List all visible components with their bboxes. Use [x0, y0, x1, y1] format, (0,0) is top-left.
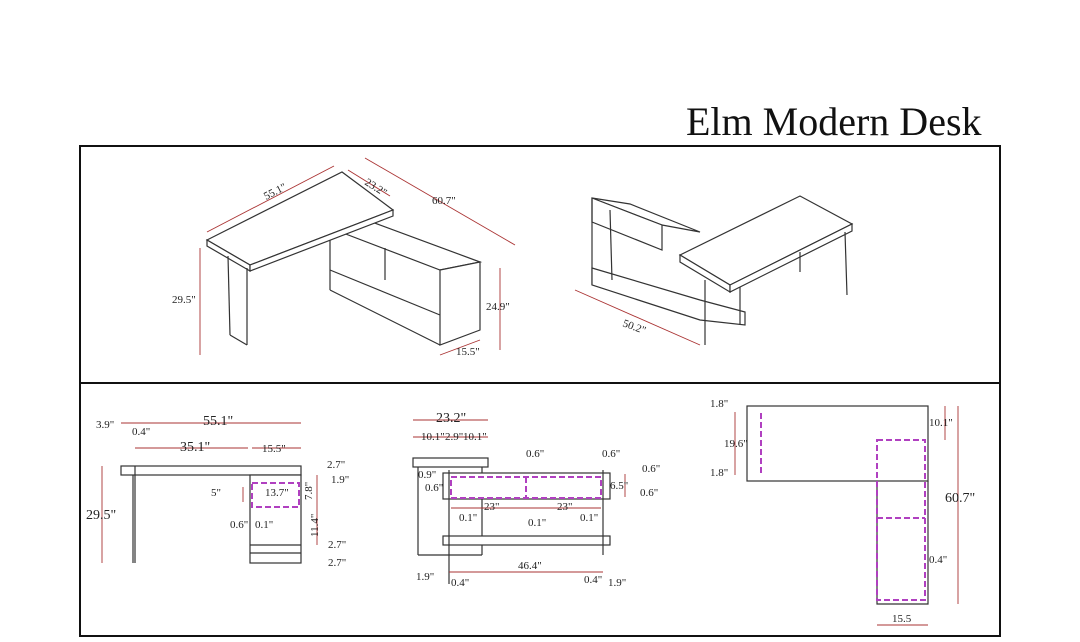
dim-side-thk: 0.6"	[230, 519, 248, 531]
dim-mid: 19.6"	[724, 438, 748, 450]
dim-g2: 0.1"	[528, 517, 546, 529]
dim-width: 55.1"	[262, 181, 289, 202]
dim-width: 15.5	[892, 613, 912, 625]
dim-off: 10.1"	[929, 417, 953, 429]
dim-height: 29.5"	[86, 508, 116, 523]
side-view: 55.1" 3.9" 0.4" 35.1" 15.5" 29.5" 2.7" 1…	[86, 414, 349, 569]
iso-view-right: 50.2"	[574, 195, 854, 346]
dim-g3: 0.1"	[580, 512, 598, 524]
dim-total: 46.4"	[518, 560, 542, 572]
dim-gap2: 0.1"	[255, 519, 273, 531]
dim-h: 6.5"	[610, 480, 628, 492]
dim-open: 11.4"	[309, 514, 321, 537]
dim-r2: 0.6"	[640, 487, 658, 499]
dim-length: 60.7"	[432, 195, 456, 207]
outer-frame	[79, 145, 1001, 637]
dim-length: 60.7"	[945, 491, 975, 506]
dim-cabinet-height: 24.9"	[486, 301, 510, 313]
dim-l1: 0.9"	[418, 469, 436, 481]
dim-c: 10.1"	[463, 431, 487, 443]
dim-span: 35.1"	[180, 440, 210, 455]
dim-d1: 0.6"	[526, 448, 544, 460]
dim-b: 2.9"	[445, 431, 463, 443]
dim-f1: 1.9"	[416, 571, 434, 583]
dim-l2: 0.6"	[425, 482, 443, 494]
dim-drawer-zone: 7.8"	[303, 482, 315, 500]
dim-drawer-h: 5"	[211, 487, 221, 499]
dim-gap: 1.9"	[331, 474, 349, 486]
dim-depth: 23.2"	[436, 411, 466, 426]
front-view: 23.2" 10.1" 2.9" 10.1" 0.6" 0.6" 0.6" 0.…	[412, 411, 660, 589]
dim-shelf1: 2.7"	[328, 539, 346, 551]
dim-f4: 1.9"	[608, 577, 626, 589]
dim-r1: 0.6"	[642, 463, 660, 475]
dim-cabinet: 15.5"	[262, 443, 286, 455]
dim-g1: 0.1"	[459, 512, 477, 524]
dim-w2: 23"	[557, 501, 573, 513]
dim-top-thk: 2.7"	[327, 459, 345, 471]
dim-overhang: 3.9"	[96, 419, 114, 431]
page-title: Elm Modern Desk	[686, 99, 982, 144]
dim-total: 55.1"	[203, 414, 233, 429]
dim-leg: 0.4"	[132, 426, 150, 438]
dim-a: 10.1"	[421, 431, 445, 443]
dim-d2: 0.6"	[602, 448, 620, 460]
dim-shelf2: 2.7"	[328, 557, 346, 569]
dim-drawer-w: 13.7"	[265, 487, 289, 499]
dim-cabinet-width: 15.5"	[456, 346, 480, 358]
dim-e2: 1.8"	[710, 467, 728, 479]
dim-w1: 23"	[484, 501, 500, 513]
dim-f2: 0.4"	[451, 577, 469, 589]
iso-view-left: 55.1" 23.2" 60.7" 29.5" 24.9" 15.5"	[172, 157, 516, 358]
top-view: 1.8" 19.6" 1.8" 10.1" 60.7" 0.4" 15.5	[710, 398, 975, 626]
dim-e1: 1.8"	[710, 398, 728, 410]
dim-gap: 0.4"	[929, 554, 947, 566]
dim-height: 29.5"	[172, 294, 196, 306]
dim-f3: 0.4"	[584, 574, 602, 586]
